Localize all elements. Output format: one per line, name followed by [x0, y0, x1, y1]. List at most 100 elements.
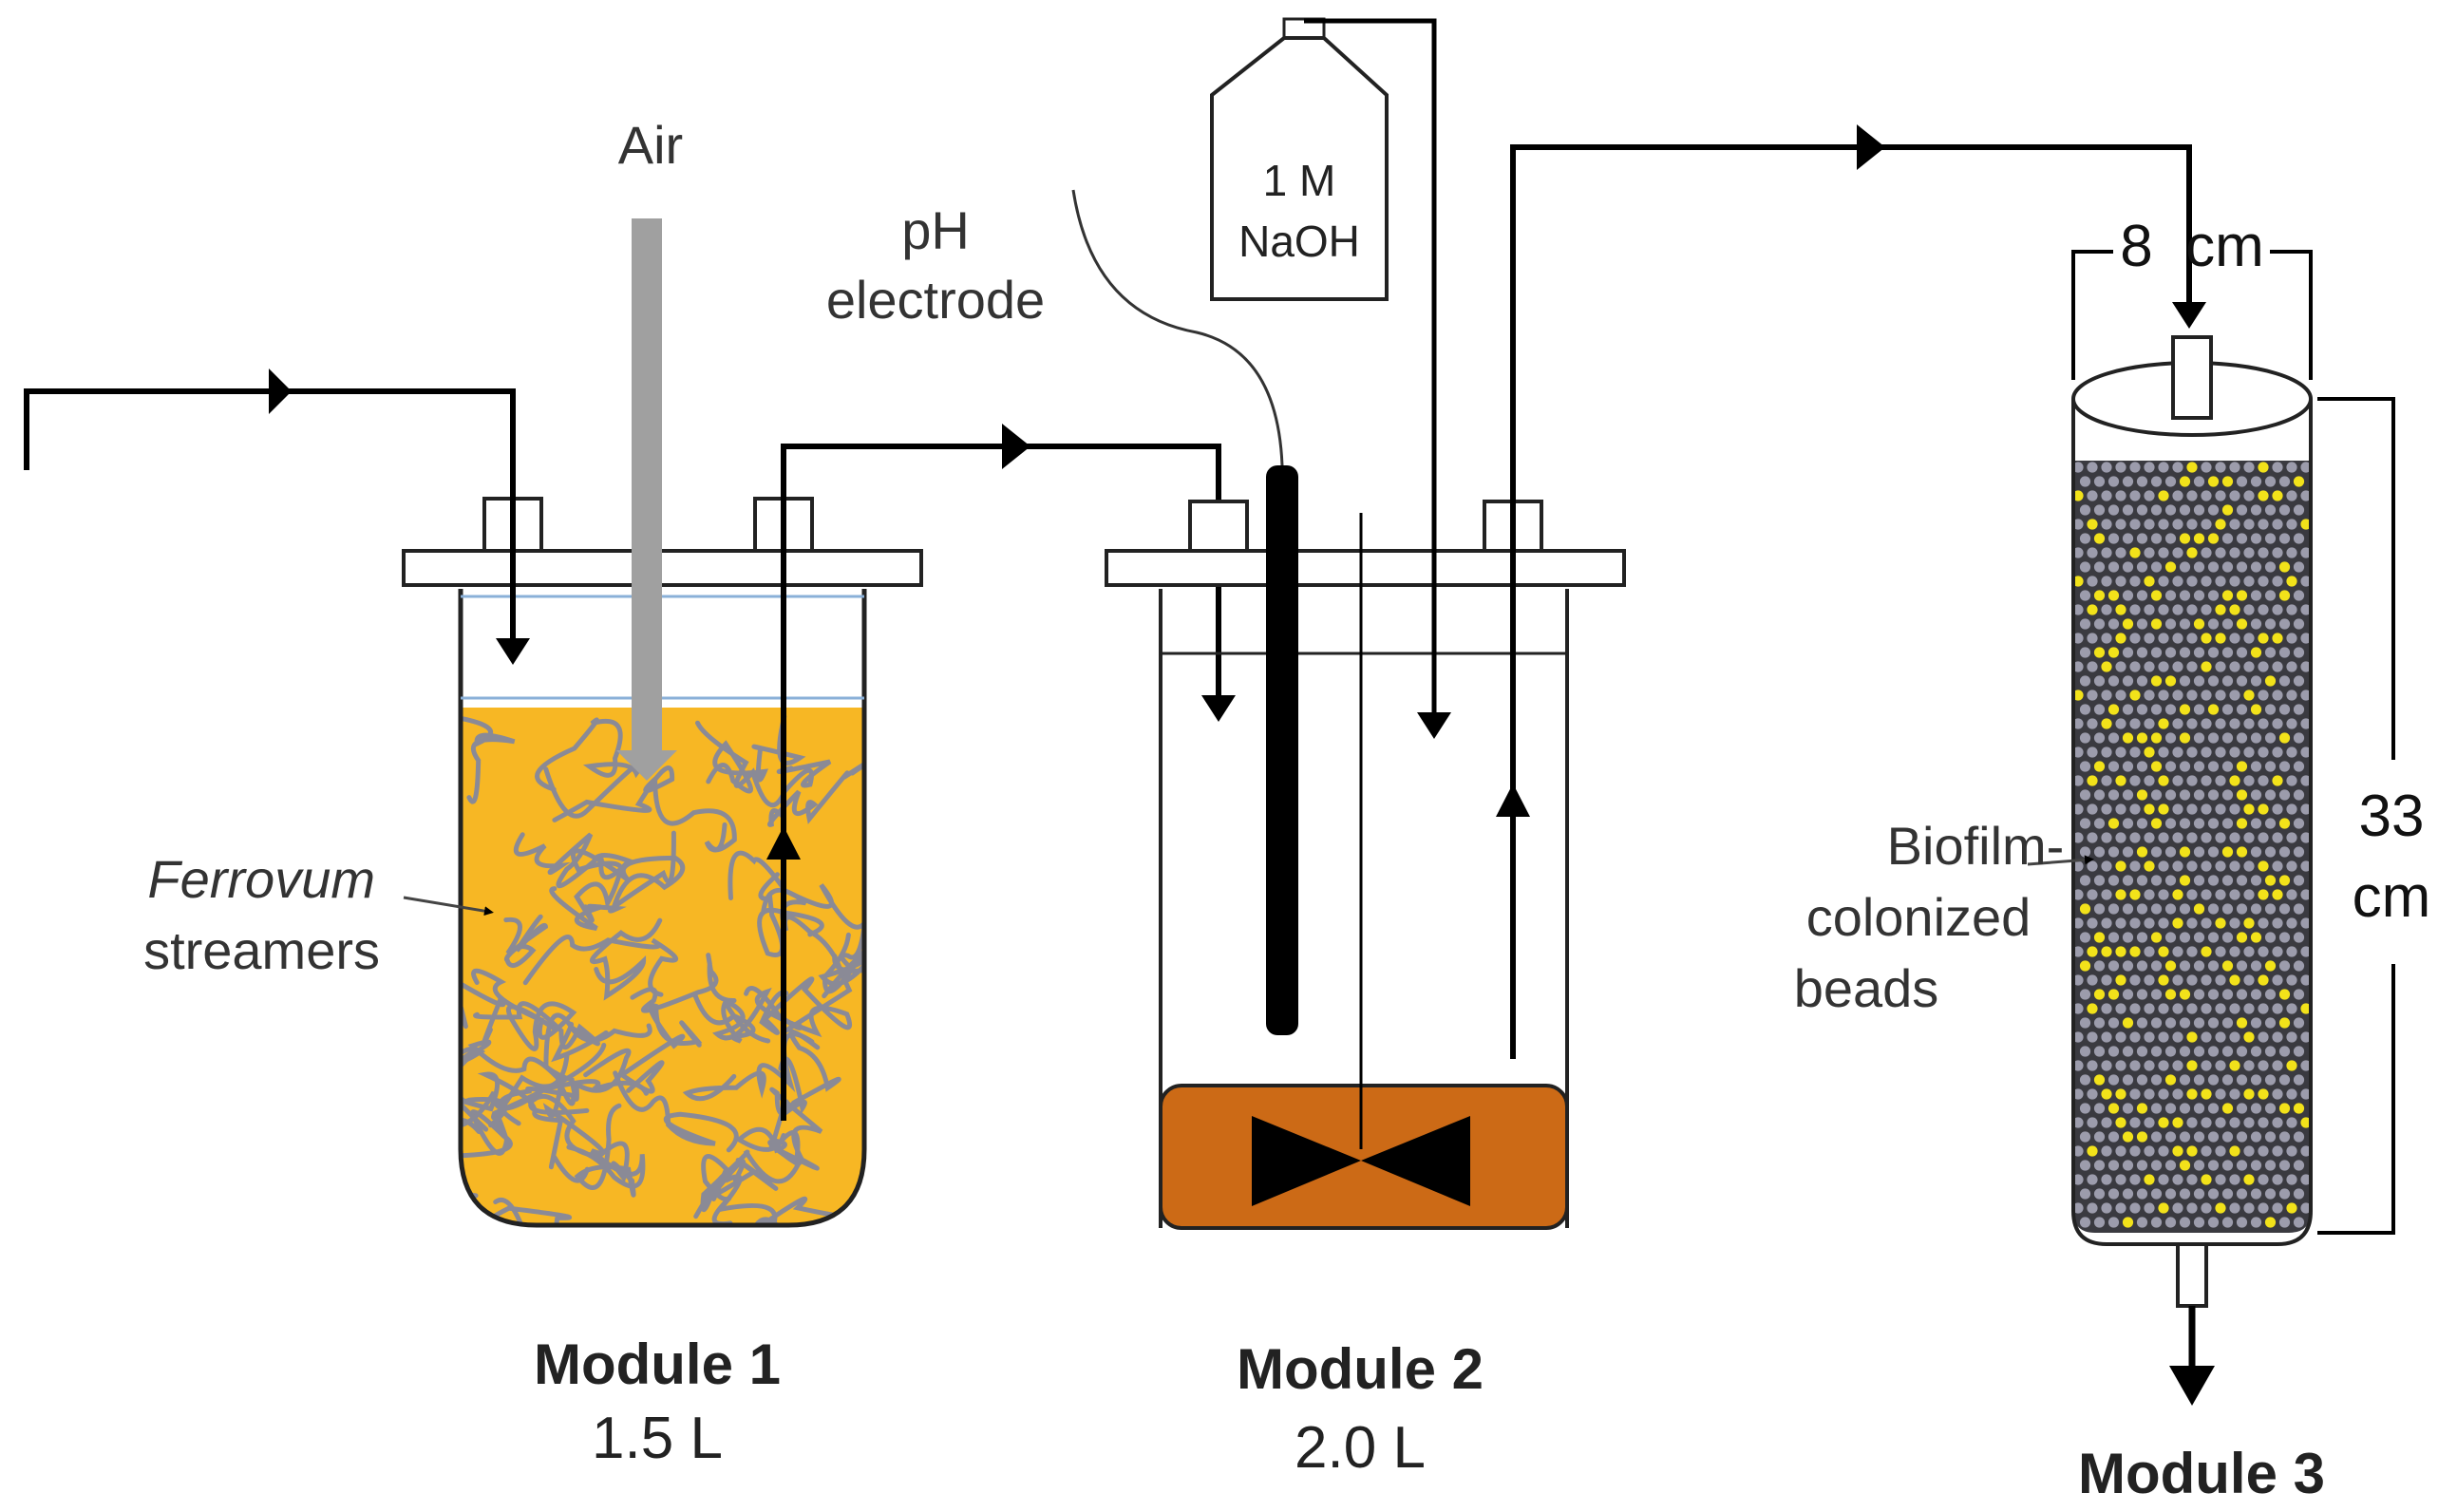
bead	[2193, 476, 2205, 487]
bead	[2201, 1060, 2212, 1071]
bead	[2073, 860, 2084, 872]
bead	[2179, 504, 2191, 516]
bead	[2164, 476, 2177, 487]
bead	[2258, 803, 2269, 815]
bead	[2229, 462, 2240, 473]
bead	[2278, 476, 2291, 487]
bead	[2272, 718, 2283, 729]
bead	[2193, 1046, 2205, 1057]
bead	[2258, 1145, 2269, 1157]
bead	[2087, 803, 2098, 815]
bead	[2264, 504, 2277, 516]
bead	[2272, 547, 2283, 558]
bead	[2172, 803, 2183, 815]
bead	[2122, 704, 2134, 715]
bead	[2158, 718, 2169, 729]
bead	[2300, 519, 2311, 530]
ph-electrode-cable	[1071, 189, 1284, 466]
bead	[2193, 875, 2205, 886]
bead	[2264, 704, 2277, 715]
bead	[2207, 903, 2220, 915]
bead	[2201, 775, 2212, 786]
bead	[2164, 1046, 2177, 1057]
bead	[2264, 960, 2277, 972]
bead	[2293, 903, 2305, 915]
bead	[2144, 747, 2155, 758]
bead	[2300, 690, 2311, 701]
bead	[2136, 932, 2148, 943]
bead	[2193, 932, 2205, 943]
bead	[2150, 533, 2163, 544]
bead	[2201, 1117, 2212, 1128]
bead	[2243, 490, 2255, 501]
bead	[2073, 1060, 2084, 1071]
bead	[2093, 846, 2106, 858]
bead	[2158, 860, 2169, 872]
bead	[2221, 932, 2234, 943]
bead	[2286, 718, 2297, 729]
bead	[2079, 903, 2091, 915]
bead	[2258, 1060, 2269, 1071]
bead	[2172, 1003, 2183, 1014]
streamer-strand	[757, 872, 824, 957]
bead	[2286, 1117, 2297, 1128]
bead	[2179, 875, 2191, 886]
bead	[2278, 1103, 2291, 1114]
bead	[2300, 462, 2311, 473]
bead	[2250, 875, 2262, 886]
bead	[2115, 462, 2126, 473]
bead	[2207, 818, 2220, 829]
bead	[2122, 1103, 2134, 1114]
bead	[2172, 604, 2183, 615]
bead	[2207, 476, 2220, 487]
bead	[2243, 633, 2255, 644]
bead	[2172, 1117, 2183, 1128]
bead	[2129, 690, 2141, 701]
bead	[2093, 732, 2106, 744]
bead	[2264, 1046, 2277, 1057]
bead	[2144, 1117, 2155, 1128]
bead	[2193, 960, 2205, 972]
bead	[2215, 775, 2226, 786]
bead	[2229, 633, 2240, 644]
bead	[2229, 718, 2240, 729]
bead	[2101, 832, 2112, 843]
bead	[2172, 889, 2183, 900]
bead	[2129, 1145, 2141, 1157]
bead	[2293, 704, 2305, 715]
bead	[2115, 1145, 2126, 1157]
bead	[2186, 490, 2198, 501]
bead	[2221, 1046, 2234, 1057]
bead	[2107, 590, 2120, 601]
column-outlet-arrow-icon	[2169, 1366, 2215, 1406]
bead	[2272, 860, 2283, 872]
bead	[2115, 1003, 2126, 1014]
bead	[2136, 618, 2148, 630]
bead	[2136, 1131, 2148, 1143]
bead	[2221, 647, 2234, 658]
bead	[2207, 704, 2220, 715]
bead	[2101, 860, 2112, 872]
bead	[2179, 761, 2191, 772]
ph-label-line-2: electrode	[826, 270, 1045, 330]
bead	[2079, 761, 2091, 772]
bead	[2150, 732, 2163, 744]
bead	[2136, 761, 2148, 772]
bead	[2158, 1031, 2169, 1043]
bead	[2101, 1088, 2112, 1100]
bead	[2201, 1031, 2212, 1043]
bead	[2293, 846, 2305, 858]
bead	[2250, 1217, 2262, 1228]
bead	[2300, 718, 2311, 729]
bead	[2193, 1217, 2205, 1228]
bead	[2129, 832, 2141, 843]
bead	[2221, 875, 2234, 886]
bead	[2236, 1103, 2248, 1114]
air-tube	[616, 218, 677, 781]
bead	[2136, 1160, 2148, 1171]
bead	[2293, 675, 2305, 687]
bead	[2229, 1060, 2240, 1071]
bead	[2087, 462, 2098, 473]
bead	[2250, 618, 2262, 630]
bead	[2172, 747, 2183, 758]
